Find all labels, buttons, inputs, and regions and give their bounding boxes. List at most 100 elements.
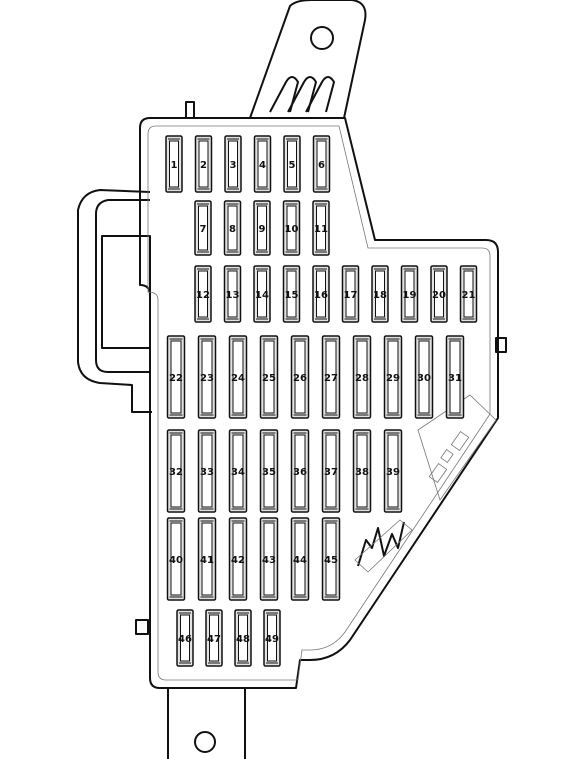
- fuse-slot: 9: [253, 200, 271, 256]
- fuse-slot: 47: [205, 609, 223, 667]
- fuse-number: 32: [169, 467, 183, 478]
- fuse-slot: 24: [228, 335, 248, 419]
- fuse-number: 49: [265, 634, 279, 645]
- fuse-number: 40: [169, 555, 183, 566]
- fuse-number: 44: [293, 555, 307, 566]
- fuse-number: 19: [403, 290, 417, 301]
- fuse-number: 47: [207, 634, 221, 645]
- fuse-number: 39: [386, 467, 400, 478]
- fuse-number: 9: [259, 224, 266, 235]
- fuse-slot: 41: [197, 517, 217, 601]
- fuse-slot: 39: [383, 429, 403, 513]
- maxi-fuse-markings: [354, 519, 413, 573]
- fuse-slot: 38: [352, 429, 372, 513]
- fuse-number: 27: [324, 373, 338, 384]
- fuse-number: 3: [230, 160, 237, 171]
- fuse-number: 29: [386, 373, 400, 384]
- top-pin: [185, 101, 195, 119]
- fuse-number: 28: [355, 373, 369, 384]
- right-pin: [495, 337, 507, 353]
- fuse-number: 13: [226, 290, 240, 301]
- fuse-slot: 31: [445, 335, 465, 419]
- fuse-slot: 35: [259, 429, 279, 513]
- fuse-number: 22: [169, 373, 183, 384]
- fuse-number: 42: [231, 555, 245, 566]
- fuse-slot: 11: [312, 200, 330, 256]
- fuse-slot: 18: [371, 265, 389, 323]
- fuse-slot: 49: [263, 609, 281, 667]
- fuse-slot: 15: [282, 265, 301, 323]
- fuse-number: 18: [373, 290, 387, 301]
- fuse-number: 21: [462, 290, 476, 301]
- fuse-number: 23: [200, 373, 214, 384]
- fuse-number: 30: [417, 373, 431, 384]
- fuse-number: 15: [285, 290, 299, 301]
- fuse-number: 17: [344, 290, 358, 301]
- fuse-slot: 8: [223, 200, 242, 256]
- fuse-number: 2: [200, 160, 207, 171]
- fuse-number: 33: [200, 467, 214, 478]
- fuse-number: 26: [293, 373, 307, 384]
- fuse-number: 43: [262, 555, 276, 566]
- fuse-number: 34: [231, 467, 245, 478]
- fuse-slot: 34: [228, 429, 248, 513]
- fuse-number: 7: [200, 224, 207, 235]
- fuse-slot: 22: [166, 335, 186, 419]
- fuse-slot: 2: [194, 135, 213, 193]
- fuse-slot: 20: [430, 265, 448, 323]
- fuse-slot: 16: [312, 265, 330, 323]
- fuse-number: 45: [324, 555, 338, 566]
- fuse-number: 38: [355, 467, 369, 478]
- fuse-number: 6: [318, 160, 325, 171]
- fuse-slot: 30: [414, 335, 434, 419]
- fuse-number: 10: [285, 224, 299, 235]
- left-pin: [135, 619, 149, 635]
- fuse-slot: 3: [224, 135, 242, 193]
- fuse-slot: 48: [234, 609, 252, 667]
- fuse-number: 24: [231, 373, 245, 384]
- fuse-slot: 36: [290, 429, 310, 513]
- fuse-number: 41: [200, 555, 214, 566]
- fuse-slot: 25: [259, 335, 279, 419]
- bottom-mounting-tab: [167, 688, 246, 759]
- fuse-slot: 17: [341, 265, 360, 323]
- fuse-slot: 33: [197, 429, 217, 513]
- fuse-number: 36: [293, 467, 307, 478]
- fuse-slot: 46: [176, 609, 194, 667]
- fuse-slot: 21: [459, 265, 478, 323]
- fuse-slot: 5: [283, 135, 301, 193]
- fuse-slot: 42: [228, 517, 248, 601]
- fuse-slot: 28: [352, 335, 372, 419]
- fuse-number: 4: [259, 160, 266, 171]
- fuse-slot: 4: [253, 135, 272, 193]
- fuse-slot: 19: [400, 265, 419, 323]
- fuse-slot: 37: [321, 429, 341, 513]
- fuse-number: 46: [178, 634, 192, 645]
- fuse-number: 16: [314, 290, 328, 301]
- fuse-box-body: [139, 117, 499, 689]
- fuse-slot: 45: [321, 517, 341, 601]
- fuse-number: 25: [262, 373, 276, 384]
- fuse-slot: 44: [290, 517, 310, 601]
- fuse-slot: 6: [312, 135, 331, 193]
- fuse-number: 35: [262, 467, 276, 478]
- fuse-slot: 13: [223, 265, 242, 323]
- fuse-slot: 23: [197, 335, 217, 419]
- fuse-number: 20: [432, 290, 446, 301]
- fuse-slot: 29: [383, 335, 403, 419]
- fuse-number: 12: [196, 290, 210, 301]
- fuse-slot: 32: [166, 429, 186, 513]
- fuse-slot: 43: [259, 517, 279, 601]
- fuse-slot: 27: [321, 335, 341, 419]
- fuse-number: 5: [289, 160, 296, 171]
- fuse-number: 14: [255, 290, 269, 301]
- top-mounting-tab: [249, 0, 367, 119]
- fuse-slot: 10: [282, 200, 301, 256]
- fuse-slot: 40: [166, 517, 186, 601]
- fuse-box-inner-outline: [147, 125, 491, 681]
- fuse-slot: 1: [165, 135, 183, 193]
- fuse-number: 48: [236, 634, 250, 645]
- fuse-number: 8: [229, 224, 236, 235]
